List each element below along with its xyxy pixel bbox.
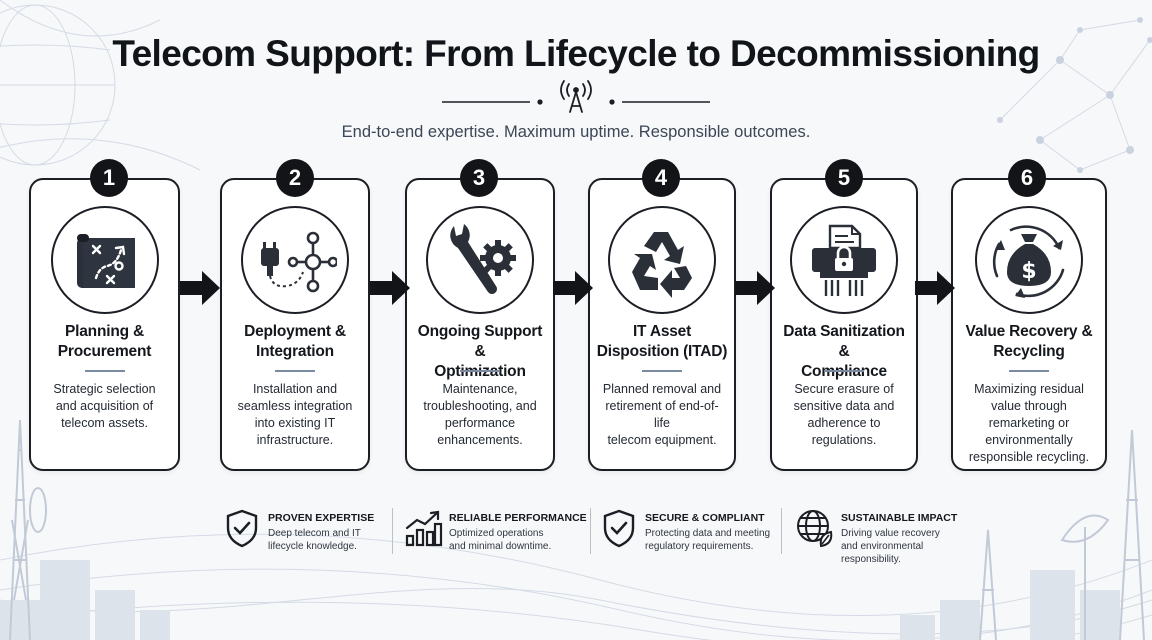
step-divider [275, 370, 315, 372]
step-description: Installation and seamless integration in… [237, 382, 353, 447]
flow-arrow-icon [553, 271, 593, 305]
step-title: Value Recovery & Recycling [965, 323, 1093, 360]
step-card-planning: Planning & Procurement Strategic selecti… [29, 178, 180, 471]
step-description: Maximizing residual value through remark… [968, 382, 1090, 464]
step-card-support: Ongoing Support & Optimization Maintenan… [405, 178, 555, 471]
step-icon-frame [50, 206, 159, 314]
step-description: Strategic selection and acquisition of t… [53, 382, 156, 430]
bar-chart-growth-icon [405, 510, 443, 547]
feature-sustainable-impact: SUSTAINABLE IMPACT Driving value recover… [795, 508, 970, 578]
feature-secure-compliant: SECURE & COMPLIANT Protecting data and m… [599, 508, 779, 578]
step-divider [1009, 370, 1049, 372]
blueprint-plan-icon [76, 234, 135, 288]
feature-title: PROVEN EXPERTISE [268, 512, 375, 524]
money-bag-cycle-icon: $ [992, 225, 1065, 298]
page-subtitle: End-to-end expertise. Maximum uptime. Re… [341, 123, 811, 141]
feature-reliable-performance: RELIABLE PERFORMANCE Optimized operation… [403, 508, 588, 578]
shield-check-icon [603, 509, 635, 548]
globe-leaf-icon [797, 510, 833, 548]
step-number-badge: 3 [460, 159, 498, 197]
step-number-badge: 5 [825, 159, 863, 197]
step-description: Maintenance, troubleshooting, and perfor… [423, 382, 537, 447]
step-description: Planned removal and retirement of end-of… [602, 382, 722, 447]
svg-text:$: $ [1021, 259, 1036, 284]
feature-proven-expertise: PROVEN EXPERTISE Deep telecom and IT lif… [222, 508, 392, 578]
step-icon-frame [241, 206, 349, 314]
step-number-badge: 1 [90, 159, 128, 197]
step-title: Ongoing Support & Optimization [417, 323, 543, 380]
plug-network-icon [261, 231, 337, 293]
recycle-icon [632, 232, 692, 298]
shield-check-icon [226, 509, 258, 548]
wrench-gear-icon [450, 224, 516, 294]
feature-title: RELIABLE PERFORMANCE [449, 512, 587, 524]
flow-arrow-icon [180, 271, 220, 305]
step-divider [84, 370, 125, 372]
step-title: Data Sanitization & Compliance [783, 323, 905, 380]
feature-separator [781, 508, 782, 554]
step-icon-frame: $ [975, 206, 1083, 314]
step-icon-frame [790, 206, 898, 314]
feature-separator [590, 508, 591, 554]
flow-arrow-icon [915, 271, 955, 305]
feature-description: Deep telecom and IT lifecycle knowledge. [268, 528, 361, 552]
step-card-deployment: Deployment & Integration Installation an… [220, 178, 370, 471]
step-number-badge: 4 [642, 159, 680, 197]
step-number-badge: 2 [276, 159, 314, 197]
feature-description: Driving value recovery and environmental… [841, 528, 940, 565]
step-title: Planning & Procurement [57, 323, 152, 360]
step-divider [460, 370, 500, 372]
feature-separator [392, 508, 393, 554]
feature-description: Optimized operations and minimal downtim… [449, 528, 552, 552]
feature-description: Protecting data and meeting regulatory r… [645, 528, 771, 552]
feature-title: SUSTAINABLE IMPACT [841, 512, 958, 524]
shredder-lock-icon [812, 224, 876, 296]
step-title: IT Asset Disposition (ITAD) [596, 323, 728, 360]
step-divider [824, 370, 864, 372]
feature-title: SECURE & COMPLIANT [645, 512, 765, 524]
step-divider [642, 370, 682, 372]
page-title: Telecom Support: From Lifecycle to Decom… [112, 33, 1040, 74]
flow-arrow-icon [370, 271, 410, 305]
step-icon-frame [608, 206, 716, 314]
flow-arrow-icon [735, 271, 775, 305]
step-description: Secure erasure of sensitive data and adh… [793, 382, 895, 447]
step-card-itad: IT Asset Disposition (ITAD) Planned remo… [588, 178, 736, 471]
step-title: Deployment & Integration [244, 323, 346, 360]
step-card-sanitization: Data Sanitization & Compliance Secure er… [770, 178, 918, 471]
title-divider-tower-icon [442, 80, 710, 113]
step-card-value-recovery: $ Value Recovery & Recycling Maximizing … [951, 178, 1107, 471]
step-icon-frame [426, 206, 534, 314]
step-number-badge: 6 [1008, 159, 1046, 197]
